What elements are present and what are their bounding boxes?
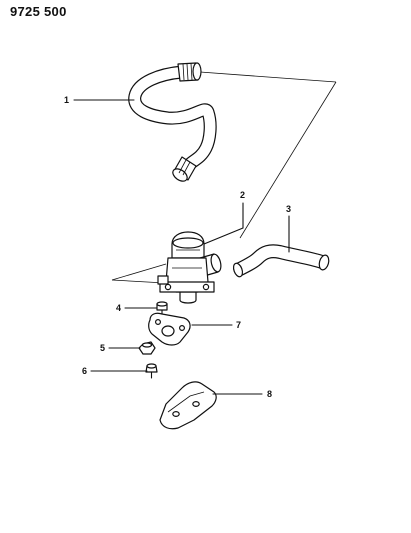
- callout-2: 2: [240, 190, 245, 200]
- callout-7: 7: [236, 320, 241, 330]
- part-3-short-hose: [232, 244, 330, 278]
- callout-6: 6: [82, 366, 87, 376]
- part-6-screw: [145, 363, 158, 379]
- leader-line-2b: [203, 227, 244, 245]
- part-8-bracket: [159, 381, 217, 430]
- callout-8: 8: [267, 389, 272, 399]
- callout-5: 5: [100, 343, 105, 353]
- part-2-air-valve: [157, 231, 222, 304]
- callouts: 1 2 3 4 7 5 6 8: [64, 95, 291, 399]
- callout-1: 1: [64, 95, 69, 105]
- part-5-nut: [138, 341, 156, 355]
- callout-4: 4: [116, 303, 121, 313]
- hose-lower-fitting: [172, 156, 197, 182]
- reference-lines: [111, 71, 337, 284]
- callout-3: 3: [286, 204, 291, 214]
- part-7-gasket: [148, 312, 191, 346]
- document-id: 9725 500: [10, 4, 67, 19]
- part-1-air-hose: [128, 62, 217, 182]
- hose-upper-fitting: [177, 62, 202, 82]
